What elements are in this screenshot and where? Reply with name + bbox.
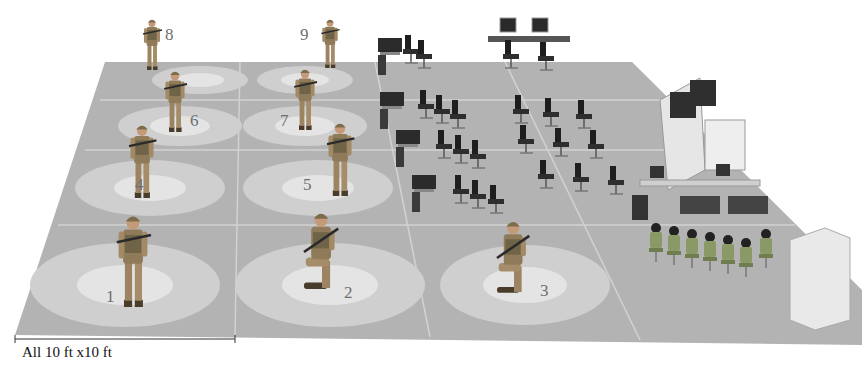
callout-number: 8 (165, 26, 174, 43)
callout-number: 5 (303, 176, 312, 193)
callout-number: 7 (280, 112, 289, 129)
callout-number: 9 (300, 26, 309, 43)
dimension-bracket (15, 335, 235, 343)
callout-number: 4 (135, 176, 144, 193)
dimension-label: All 10 ft x10 ft (22, 345, 112, 360)
callout-number: 2 (344, 284, 353, 301)
callout-number: 3 (540, 282, 549, 299)
callout-number: 1 (106, 288, 115, 305)
callout-number: 6 (190, 112, 199, 129)
